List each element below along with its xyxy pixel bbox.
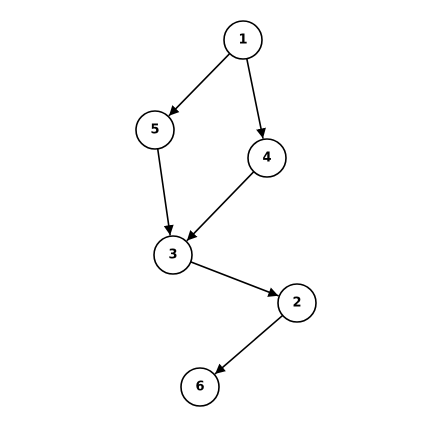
node-label-3: 3 (168, 248, 177, 263)
node-5: 5 (135, 110, 175, 150)
node-6: 6 (180, 367, 220, 407)
node-circle-1 (223, 20, 263, 60)
node-label-1: 1 (238, 33, 247, 48)
edge-3-to-2 (190, 261, 279, 297)
node-circle-2 (277, 283, 317, 323)
edge-1-to-5 (168, 53, 231, 117)
node-label-4: 4 (262, 151, 271, 166)
node-4: 4 (247, 138, 287, 178)
edge-4-to-3 (186, 171, 255, 242)
edges-layer (156, 53, 284, 375)
node-circle-3 (153, 235, 193, 275)
node-circle-5 (135, 110, 175, 150)
edge-5-to-3 (156, 148, 174, 236)
node-circle-6 (180, 367, 220, 407)
node-1: 1 (223, 20, 263, 60)
nodes-layer: 1 5 4 3 2 6 (135, 20, 317, 407)
node-label-6: 6 (195, 380, 204, 395)
edge-1-to-4 (246, 58, 266, 139)
node-label-5: 5 (150, 123, 159, 138)
node-label-2: 2 (292, 296, 301, 311)
edge-2-to-6 (214, 314, 284, 375)
node-circle-4 (247, 138, 287, 178)
node-2: 2 (277, 283, 317, 323)
node-3: 3 (153, 235, 193, 275)
